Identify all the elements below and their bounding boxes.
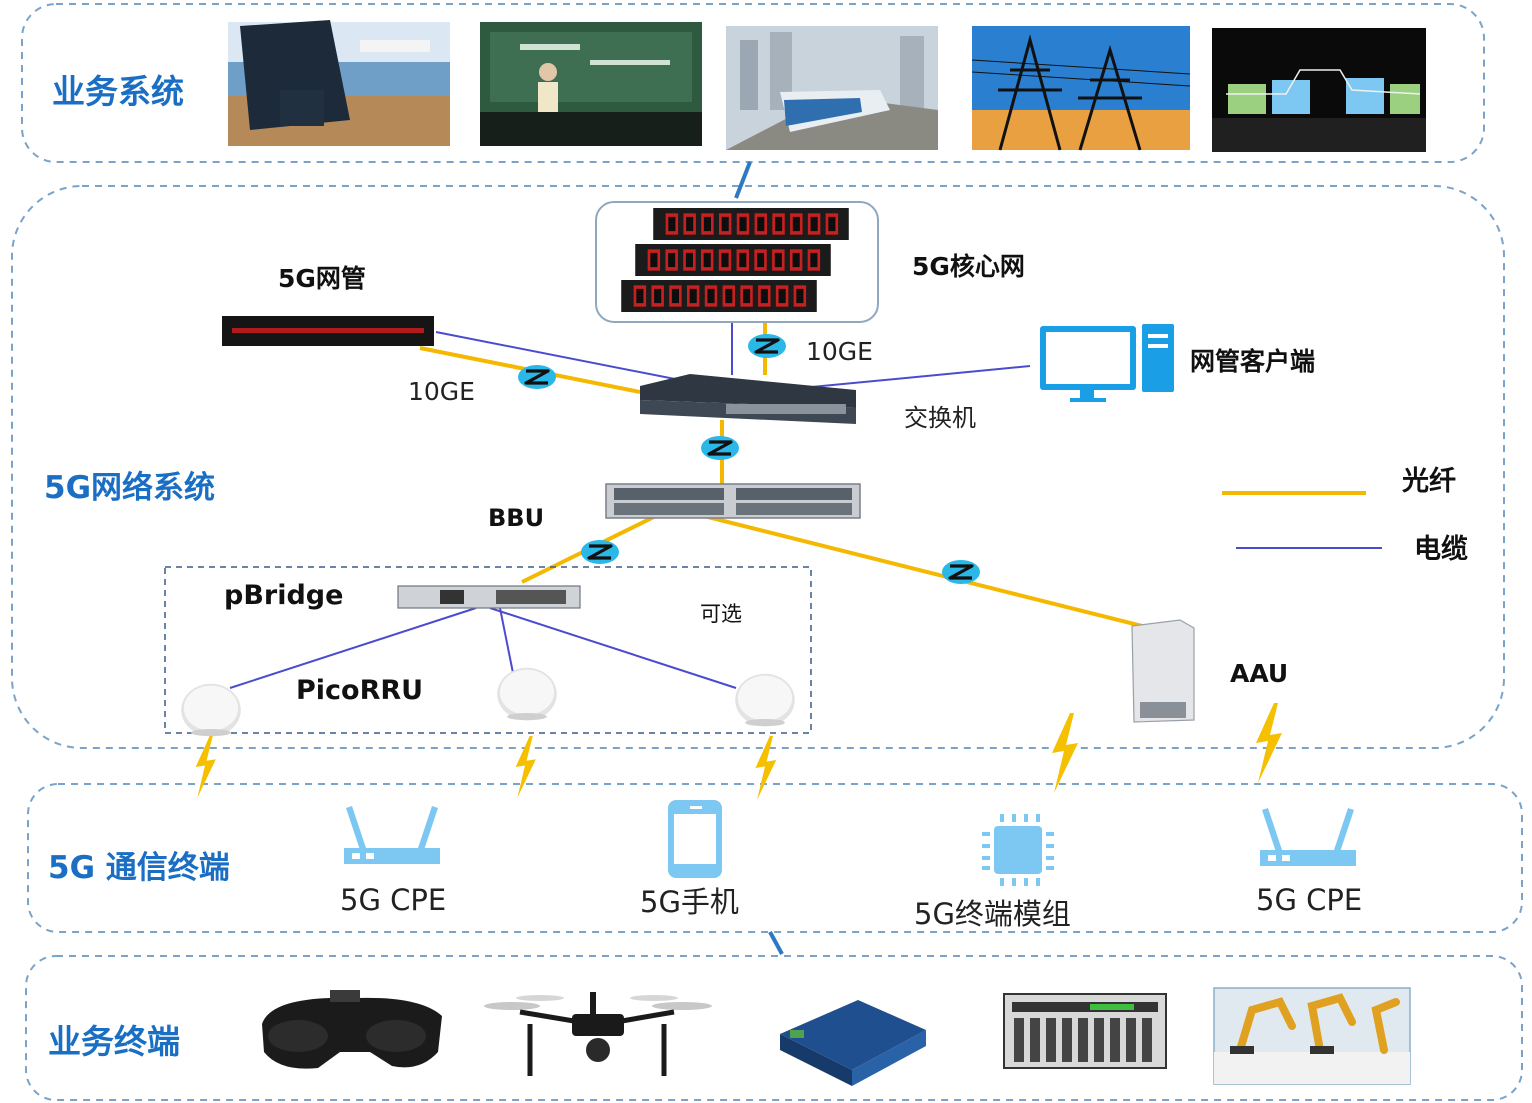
nms-label: 5G网管 — [278, 264, 366, 293]
module-label: 5G终端模组 — [914, 897, 1071, 931]
core-server-unit — [635, 244, 831, 276]
business-terminal-label: 业务终端 — [48, 1022, 180, 1061]
legend-fiber-label: 光纤 — [1401, 466, 1456, 497]
picorru-device — [735, 673, 795, 727]
pbridge-device — [397, 585, 581, 609]
lightning-icon — [755, 736, 777, 800]
bbu-device — [605, 483, 861, 519]
switch-device — [640, 374, 856, 424]
optional-label: 可选 — [700, 602, 742, 626]
legend-cable-label: 电缆 — [1414, 534, 1468, 565]
photo-power-towers — [971, 26, 1191, 151]
network-system-frame — [11, 185, 1505, 749]
phone-icon — [668, 800, 722, 878]
section-link-top — [734, 161, 752, 199]
core-server-unit — [653, 208, 849, 240]
bbu-label: BBU — [488, 504, 544, 532]
business-system-frame — [21, 3, 1485, 163]
lightning-icon — [1052, 713, 1078, 793]
monitor-icon — [1040, 324, 1174, 402]
optional-group-frame — [164, 566, 812, 734]
fiber-connector-icon — [747, 333, 787, 359]
photo-spectrum-analyzer — [1212, 28, 1426, 152]
lightning-icon — [195, 736, 216, 798]
picorru-device — [181, 683, 241, 737]
fiber-connector-icon — [580, 539, 620, 565]
core-server-unit — [621, 280, 817, 312]
pbridge-label: pBridge — [224, 580, 343, 611]
photo-boat-scene — [228, 20, 450, 146]
picorru-device — [497, 667, 557, 721]
link-core-label: 10GE — [806, 337, 873, 366]
aau-device — [1131, 619, 1195, 723]
nms-client-label: 网管客户端 — [1190, 347, 1315, 376]
comm-terminal-frame — [27, 783, 1523, 933]
router-icon — [344, 806, 440, 864]
cpe-left-label: 5G CPE — [340, 883, 446, 917]
comm-terminal-label: 5G 通信终端 — [48, 850, 230, 886]
section-link-bottom — [768, 931, 784, 955]
phone-label: 5G手机 — [640, 885, 739, 919]
router-icon — [1260, 808, 1356, 866]
fiber-connector-icon — [517, 364, 557, 390]
lightning-icon — [515, 736, 536, 798]
drone — [484, 992, 712, 1076]
fiber-connector-icon — [700, 435, 740, 461]
network-gateway — [780, 1000, 926, 1086]
picorru-label: PicoRRU — [296, 675, 423, 706]
core-network-label: 5G核心网 — [912, 252, 1025, 281]
chip-icon — [982, 814, 1054, 886]
photo-classroom — [480, 22, 702, 146]
fiber-connector-icon — [941, 559, 981, 585]
vr-glasses — [262, 990, 442, 1069]
lightning-icon — [1256, 703, 1282, 783]
network-system-label: 5G网络系统 — [44, 470, 215, 506]
aau-label: AAU — [1230, 659, 1288, 688]
cpe-right-label: 5G CPE — [1256, 883, 1362, 917]
robot-arms-photo — [1213, 987, 1411, 1085]
business-system-label: 业务系统 — [52, 72, 184, 111]
industrial-controller — [1003, 993, 1167, 1069]
link-left-label: 10GE — [408, 377, 475, 406]
photo-metro-train — [726, 26, 938, 150]
business-terminal-frame — [25, 955, 1523, 1101]
nms-server — [222, 316, 434, 346]
switch-label: 交换机 — [904, 404, 976, 432]
